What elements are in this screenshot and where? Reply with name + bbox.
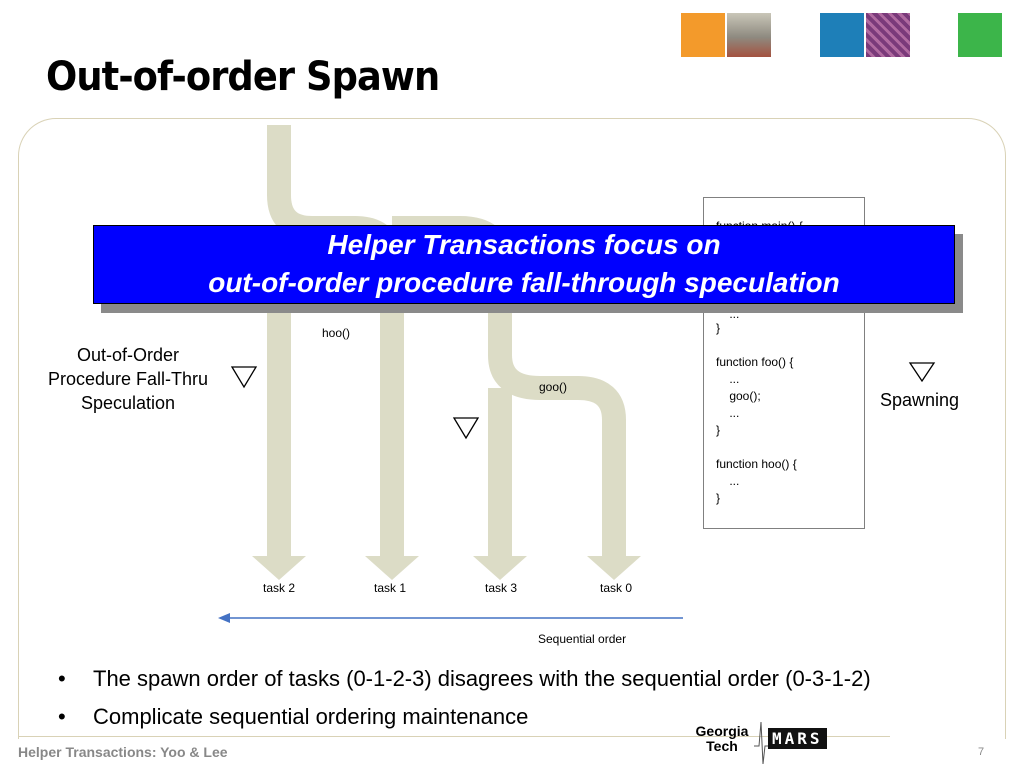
task-label-2: task 2 xyxy=(263,581,296,595)
flow-path-task1 xyxy=(267,125,404,558)
bullet-item: • The spawn order of tasks (0-1-2-3) disa… xyxy=(58,660,871,698)
call-label-hoo: hoo() xyxy=(322,326,351,340)
code-line: } xyxy=(716,321,721,335)
bullet-item: • Complicate sequential ordering maintena… xyxy=(58,698,871,736)
content-frame xyxy=(18,118,1006,739)
frame-bottom-line-right xyxy=(640,736,890,737)
arrowhead-task3 xyxy=(473,556,527,580)
georgia-tech-mars-logo: Georgia Tech MARS xyxy=(686,720,856,766)
logo-mars: MARS xyxy=(768,728,827,749)
fallthru-speculation-label: Out-of-Order Procedure Fall-Thru Specula… xyxy=(30,343,226,415)
call-label-goo: goo() xyxy=(539,380,568,394)
header-square-circuit xyxy=(866,13,910,57)
bullet-dot: • xyxy=(58,704,66,729)
footer-text: Helper Transactions: Yoo & Lee xyxy=(18,744,228,760)
spawn-triangle-mid xyxy=(452,417,480,440)
task-label-1: task 1 xyxy=(374,581,407,595)
arrowhead-task2 xyxy=(252,556,306,580)
logo-tech: Tech xyxy=(706,738,738,754)
bullet-text: Complicate sequential ordering maintenan… xyxy=(93,704,529,729)
code-line: ... xyxy=(716,474,740,488)
code-line: function hoo() { xyxy=(716,457,797,471)
spawn-triangle-left xyxy=(230,366,258,389)
bullet-list: • The spawn order of tasks (0-1-2-3) disa… xyxy=(58,660,871,736)
label-line: Procedure Fall-Thru xyxy=(47,369,209,389)
spawn-triangle-right xyxy=(908,362,936,383)
banner-line-2: out-of-order procedure fall-through spec… xyxy=(208,267,840,298)
code-line: ... xyxy=(716,372,740,386)
bullet-dot: • xyxy=(58,666,66,691)
header-square-orange xyxy=(681,13,725,57)
header-square-blue xyxy=(820,13,864,57)
code-line: ... xyxy=(716,307,740,321)
callout-banner: Helper Transactions focus on out-of-orde… xyxy=(93,225,955,304)
code-line: } xyxy=(716,423,721,437)
code-line: goo(); xyxy=(716,389,761,403)
header-square-green xyxy=(958,13,1002,57)
header-square-photo xyxy=(727,13,771,57)
arrowhead-task0 xyxy=(587,556,641,580)
slide-title: Out-of-order Spawn xyxy=(46,54,440,100)
label-line: Out-of-Order xyxy=(76,345,180,365)
sequential-order-label: Sequential order xyxy=(538,632,627,646)
code-line: ... xyxy=(716,406,740,420)
logo-georgia: Georgia xyxy=(695,723,749,739)
logo-pulse-icon xyxy=(754,721,768,765)
bullet-text: The spawn order of tasks (0-1-2-3) disag… xyxy=(93,666,871,691)
code-line: function foo() { xyxy=(716,355,794,369)
task-label-0: task 0 xyxy=(600,581,633,595)
sequential-order-arrowhead xyxy=(218,613,230,623)
page-number: 7 xyxy=(978,746,985,758)
banner-line-1: Helper Transactions focus on xyxy=(327,229,721,260)
task-label-3: task 3 xyxy=(485,581,518,595)
arrowhead-task1 xyxy=(365,556,419,580)
spawning-label: Spawning xyxy=(880,390,960,410)
code-line: } xyxy=(716,491,721,505)
label-line: Speculation xyxy=(80,393,176,413)
frame-bottom-line xyxy=(18,736,640,737)
